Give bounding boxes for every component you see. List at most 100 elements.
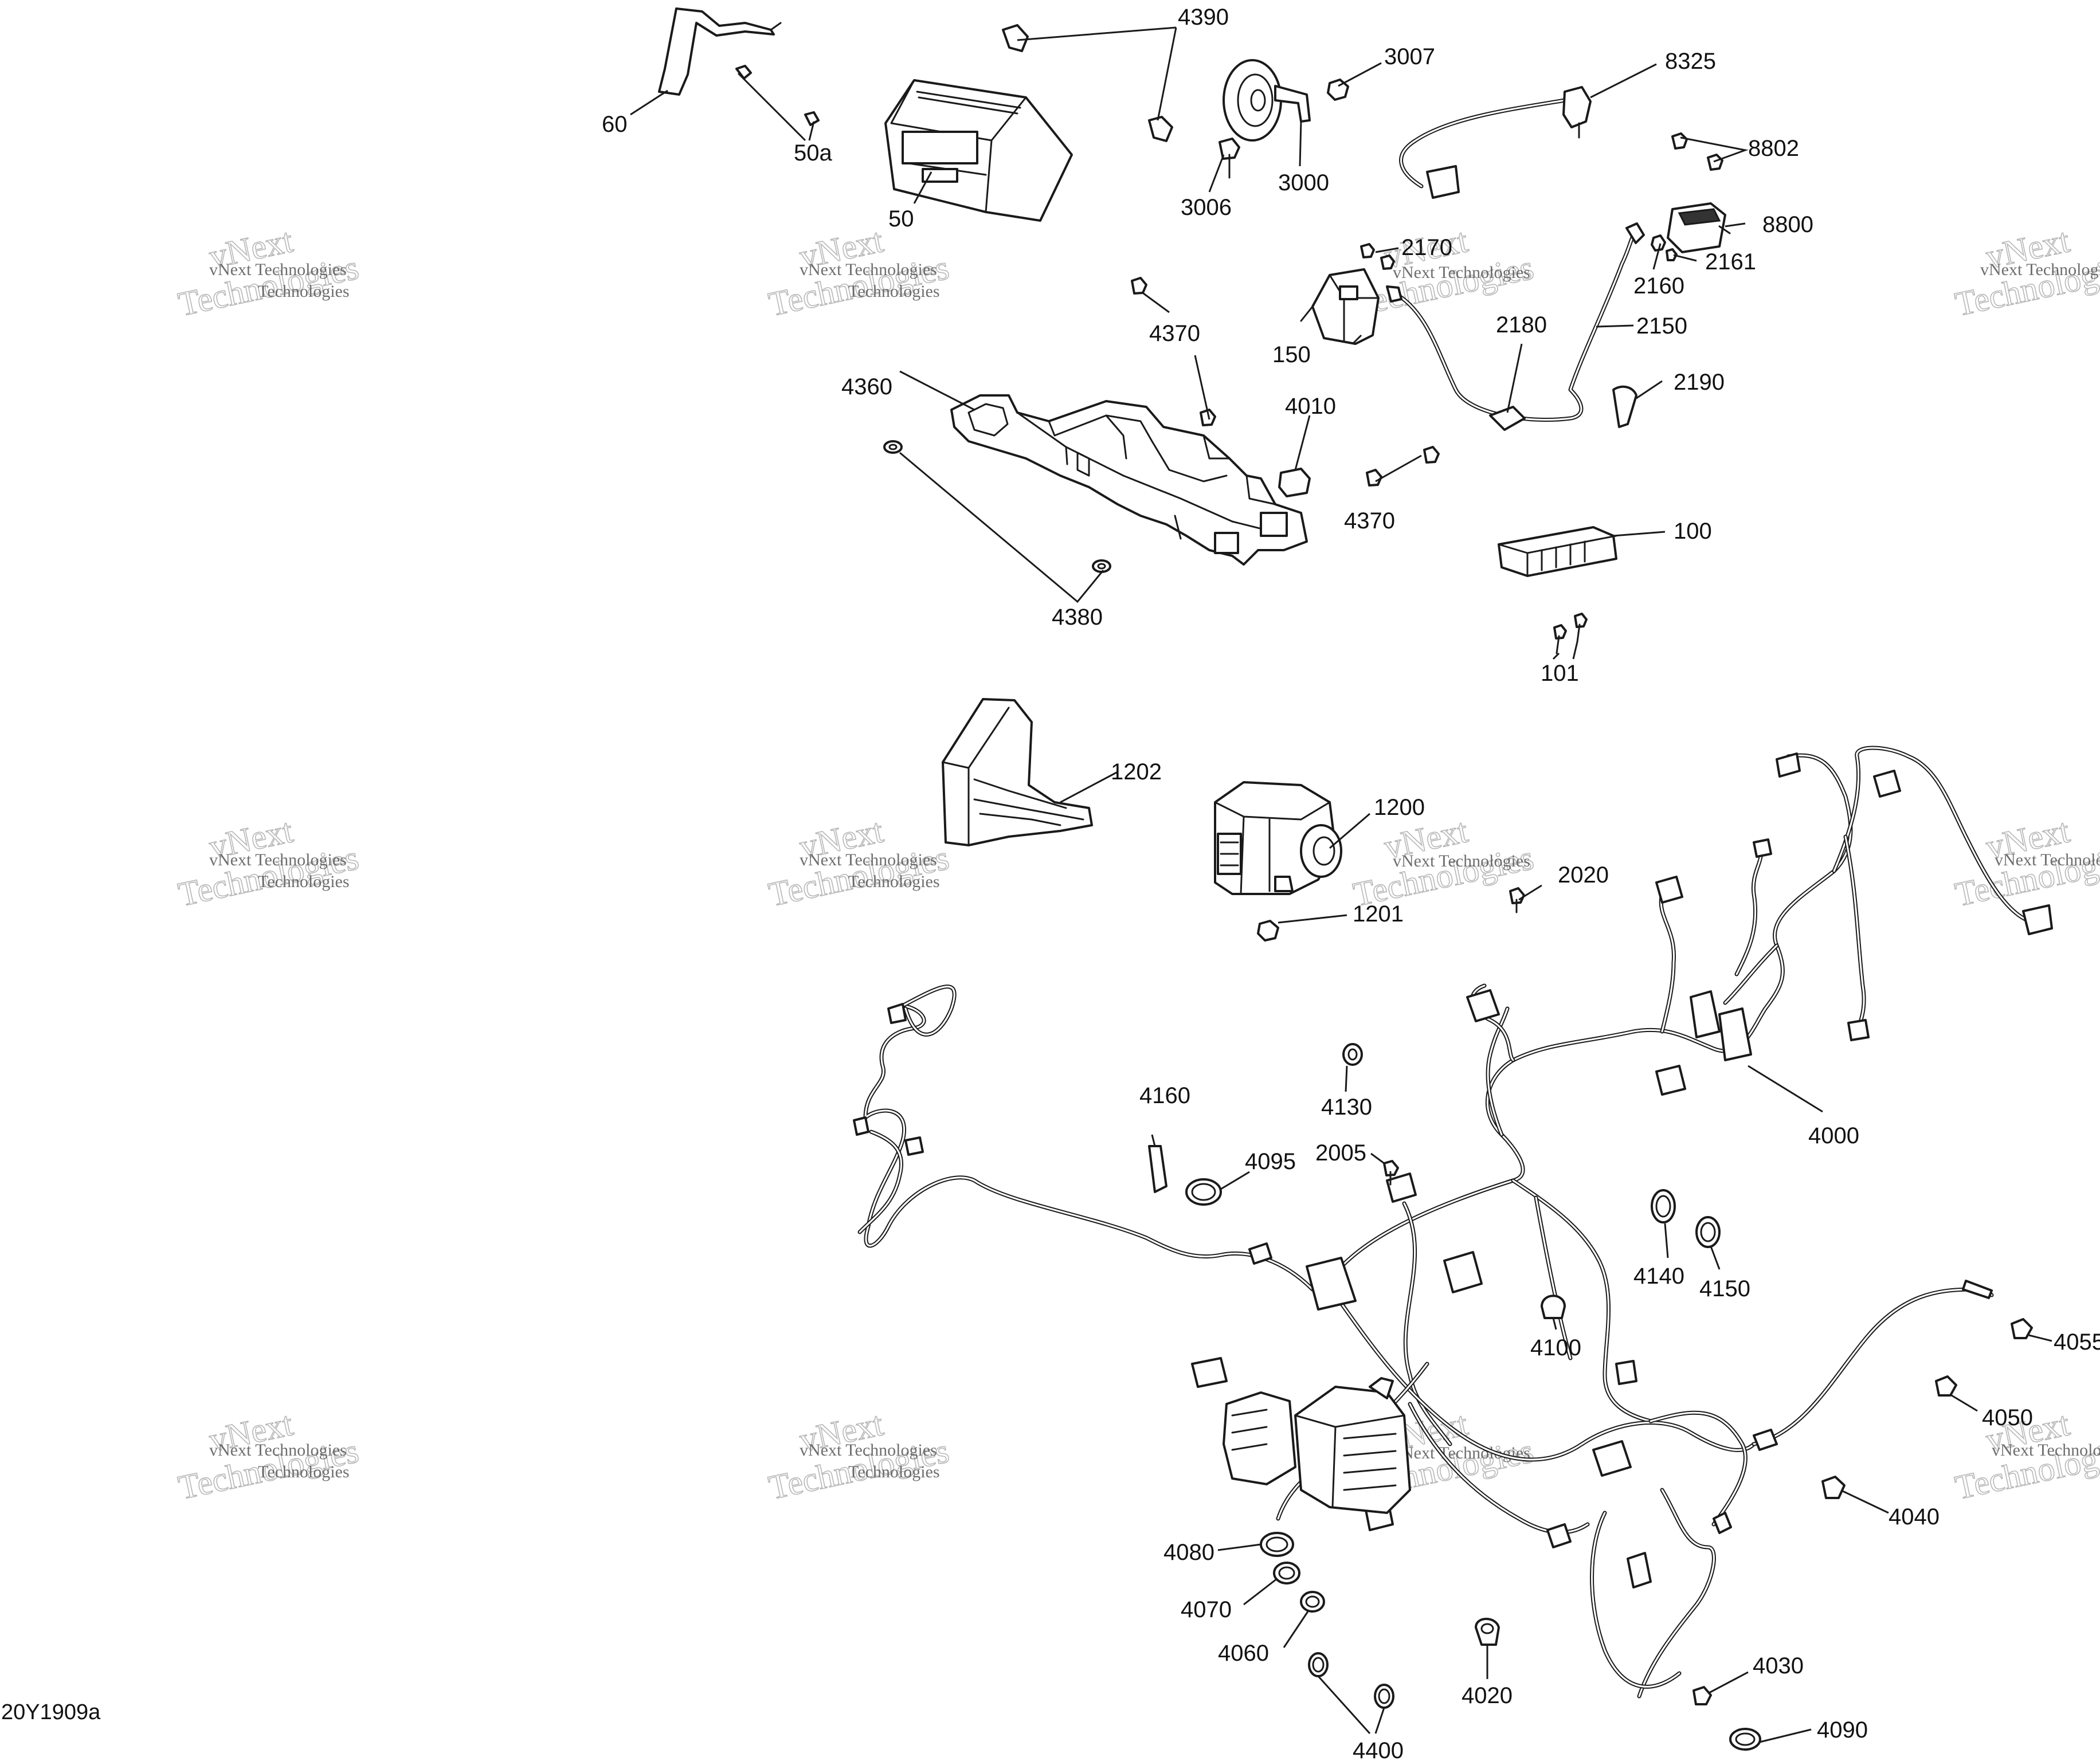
- part-1201-nut: [1257, 920, 1279, 942]
- part-2161-washer: [1666, 248, 1678, 261]
- callout-4380: 4380: [1052, 605, 1103, 630]
- watermark-small: vNext Technologies: [1992, 1441, 2100, 1460]
- callout-150: 150: [1272, 342, 1311, 367]
- watermark-small: vNext Technologies: [209, 850, 347, 869]
- part-3000-horn: [1223, 59, 1311, 142]
- part-60-cable: [658, 7, 782, 96]
- part-150-solenoid: [1300, 268, 1380, 345]
- watermark-small-2: Technologies: [258, 282, 350, 301]
- part-50-battery: [884, 79, 1073, 222]
- callout-4100: 4100: [1530, 1335, 1581, 1360]
- callout-4050: 4050: [1982, 1405, 2033, 1430]
- clamp-4070: [1273, 1562, 1300, 1584]
- callout-4140: 4140: [1633, 1264, 1684, 1289]
- part-4360-bracket: [950, 394, 1308, 566]
- part-3006-bolt: [1219, 138, 1240, 179]
- part-2160-nut: [1651, 234, 1666, 252]
- part-1202-bracket: [942, 698, 1093, 846]
- callout-4000: 4000: [1808, 1123, 1859, 1148]
- callout-4150: 4150: [1699, 1276, 1750, 1301]
- part-8325-sensor: [1399, 86, 1592, 199]
- callout-4370-bottom: 4370: [1344, 508, 1395, 534]
- callout-8325: 8325: [1665, 49, 1716, 74]
- part-1200-abs-module: [1214, 781, 1342, 895]
- clip-4055: [2011, 1318, 2033, 1339]
- callout-1200: 1200: [1374, 795, 1425, 820]
- part-4390-clips: [1002, 24, 1173, 142]
- callout-50: 50: [888, 206, 914, 232]
- watermark-small: vNext Technologies: [1393, 852, 1530, 870]
- callout-4095: 4095: [1245, 1149, 1296, 1174]
- diagram-code: 20Y1909a: [1, 1700, 101, 1724]
- watermark-small: vNext Technologies: [800, 260, 937, 279]
- part-4010-grommet: [1278, 468, 1311, 497]
- callout-1201: 1201: [1353, 901, 1404, 927]
- watermark-small: vNext Technologies: [209, 1441, 347, 1460]
- callout-4090: 4090: [1817, 1717, 1868, 1743]
- watermark-small-2: Technologies: [258, 1462, 350, 1481]
- part-2180-boot: [1489, 406, 1526, 431]
- callout-4130: 4130: [1321, 1095, 1372, 1120]
- callout-100: 100: [1674, 519, 1712, 544]
- clamp-4090: [1729, 1728, 1761, 1751]
- callout-3006: 3006: [1181, 195, 1232, 220]
- callout-2005: 2005: [1315, 1140, 1366, 1166]
- part-100-module: [1498, 526, 1617, 577]
- watermark-small: vNext Technologies: [800, 1441, 937, 1460]
- clamp-4080: [1260, 1532, 1294, 1557]
- grommet-4100: [1541, 1295, 1566, 1319]
- clamp-4150: [1695, 1216, 1721, 1248]
- part-2190-cap: [1612, 385, 1637, 428]
- callout-4040: 4040: [1889, 1504, 1940, 1529]
- watermark-small: vNext Technologies: [800, 850, 937, 869]
- callout-4390: 4390: [1178, 5, 1229, 30]
- watermark-small-2: Technologies: [848, 872, 940, 891]
- callout-3000: 3000: [1278, 170, 1329, 195]
- watermark-small: vNext Technologies: [1995, 850, 2100, 869]
- part-101-screws: [1553, 613, 1588, 654]
- callout-4070: 4070: [1181, 1597, 1232, 1622]
- callout-1202: 1202: [1111, 759, 1162, 785]
- callout-8802: 8802: [1748, 136, 1799, 161]
- part-8800-relay: [1667, 202, 1731, 253]
- callout-3007: 3007: [1384, 44, 1435, 69]
- clamp-4140: [1651, 1189, 1676, 1223]
- callout-4010: 4010: [1285, 394, 1336, 419]
- watermark-small: vNext Technologies: [1393, 263, 1530, 282]
- callout-4080: 4080: [1163, 1540, 1214, 1565]
- callout-50a: 50a: [794, 140, 832, 166]
- part-4000-main-harness: [853, 746, 2053, 1699]
- callout-2161: 2161: [1705, 249, 1756, 274]
- part-50a-fasteners: [735, 65, 820, 126]
- callout-2160: 2160: [1633, 273, 1684, 299]
- screw-2005: [1383, 1160, 1399, 1186]
- watermark-small: vNext Technologies: [1980, 260, 2100, 279]
- callout-101: 101: [1541, 661, 1579, 686]
- watermark-group: vNext Technologies vNext Technologies Te…: [175, 221, 2100, 1507]
- watermark-small-2: Technologies: [258, 872, 350, 891]
- watermark-small: vNext Technologies: [209, 260, 347, 279]
- part-4370-bolts: [1131, 277, 1440, 487]
- watermark-small-2: Technologies: [848, 1462, 940, 1481]
- clip-4040: [1821, 1476, 1846, 1499]
- callout-4030: 4030: [1753, 1653, 1804, 1678]
- callout-4060: 4060: [1218, 1641, 1269, 1666]
- clamp-4060: [1300, 1591, 1325, 1613]
- callout-2190: 2190: [1674, 370, 1725, 395]
- clip-4030: [1692, 1686, 1712, 1705]
- part-3007-nut: [1327, 79, 1349, 101]
- watermark-small: vNext Technologies: [1393, 1444, 1530, 1462]
- part-4380-grommets: [883, 440, 1111, 573]
- clamp-4095: [1185, 1178, 1222, 1206]
- part-8802-screws: [1671, 132, 1723, 171]
- callout-2170: 2170: [1401, 235, 1452, 260]
- callout-labels: 60 50a 50 4390 3007 3000 3006 8325 8802 …: [602, 5, 2100, 1761]
- callout-2020: 2020: [1558, 862, 1609, 888]
- callout-4020: 4020: [1462, 1683, 1513, 1708]
- part-2150-cable: [1386, 222, 1645, 422]
- clamp-4020: [1475, 1618, 1500, 1646]
- callout-60: 60: [602, 112, 628, 137]
- clamp-4130: [1342, 1043, 1363, 1066]
- watermark-small-2: Technologies: [848, 282, 940, 301]
